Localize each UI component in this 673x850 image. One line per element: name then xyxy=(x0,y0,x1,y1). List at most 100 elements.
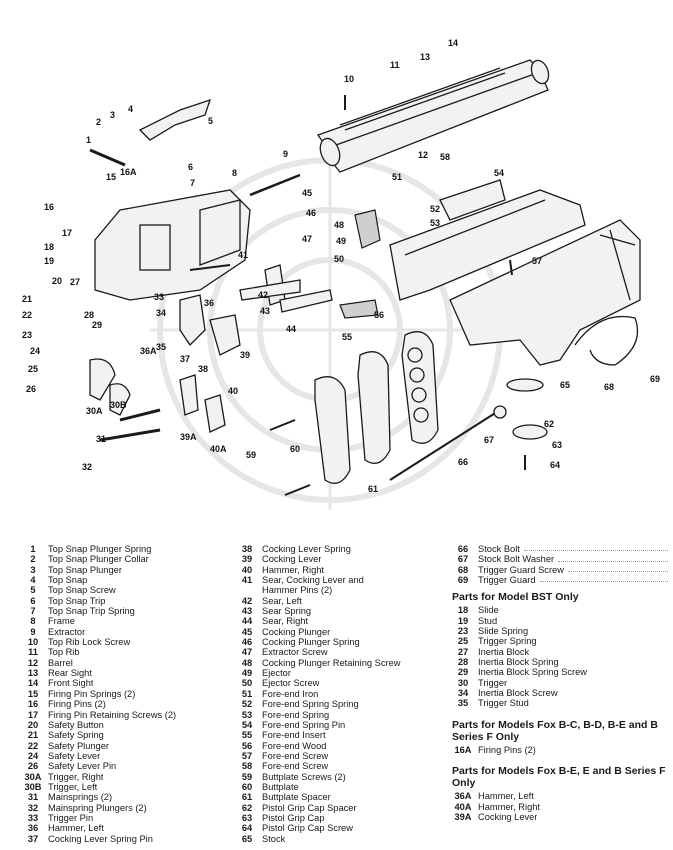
part-number: 2 xyxy=(30,554,36,565)
part-number: 39 xyxy=(241,554,253,565)
callout-number: 2 xyxy=(96,117,101,127)
part-name: Cocking Lever xyxy=(478,811,538,822)
part-number: 9 xyxy=(30,626,36,637)
callout-number: 50 xyxy=(334,254,344,264)
part-name: Firing Pins (2) xyxy=(478,744,536,755)
callout-number: 49 xyxy=(336,236,346,246)
part-name: Sear, Right xyxy=(262,616,308,627)
part-name: Top Snap xyxy=(48,575,88,586)
part-name: Rear Sight xyxy=(48,668,92,679)
part-number: 40A xyxy=(454,801,472,812)
callout-number: 33 xyxy=(154,292,164,302)
part-name: Hammer Pins (2) xyxy=(262,585,333,596)
part-name: Safety Button xyxy=(48,719,104,730)
part-number: 7 xyxy=(30,606,36,617)
part-name: Stud xyxy=(478,615,498,626)
part-number: 50 xyxy=(241,678,253,689)
part-number: 24 xyxy=(27,750,39,761)
callout-number: 36 xyxy=(204,298,214,308)
part-row: 9 Extractor xyxy=(18,627,233,637)
callout-number: 18 xyxy=(44,242,54,252)
part-name: Extractor xyxy=(48,626,86,637)
callout-number: 61 xyxy=(368,484,378,494)
part-name: Trigger Spring xyxy=(478,636,537,647)
part-number: 16 xyxy=(27,699,39,710)
callout-number: 29 xyxy=(92,320,102,330)
part-number: 47 xyxy=(241,647,253,658)
diagram-svg: 1234567891011121314151616A17181920212223… xyxy=(22,38,660,510)
callout-number: 11 xyxy=(390,60,400,70)
callout-number: 7 xyxy=(190,178,195,188)
part-number: 36A xyxy=(454,791,472,802)
callout-number: 54 xyxy=(494,168,504,178)
part-name: Firing Pins (2) xyxy=(48,699,106,710)
part-name: Trigger Guard xyxy=(478,575,536,586)
part-number: 13 xyxy=(27,668,39,679)
top-snap xyxy=(89,98,212,167)
part-name: Trigger Stud xyxy=(478,698,529,709)
callout-number: 68 xyxy=(604,382,614,392)
part-number: 61 xyxy=(241,792,253,803)
part-number: 48 xyxy=(241,657,253,668)
callout-number: 56 xyxy=(374,310,384,320)
part-name: Safety Lever xyxy=(48,750,101,761)
leader-dots xyxy=(523,544,668,552)
part-number: 43 xyxy=(241,606,253,617)
part-name: Trigger Pin xyxy=(48,812,94,823)
callout-number: 64 xyxy=(550,460,560,470)
part-number: 26 xyxy=(27,761,39,772)
part-name: Fore-end Screw xyxy=(262,750,329,761)
part-name: Pistol Grip Cap Spacer xyxy=(262,802,357,813)
part-number: 16A xyxy=(454,744,472,755)
part-name: Pistol Grip Cap Screw xyxy=(262,823,353,834)
part-name: Barrel xyxy=(48,657,73,668)
callout-number: 67 xyxy=(484,435,494,445)
part-number: 30B xyxy=(24,781,42,792)
leader-dots xyxy=(567,565,668,573)
part-number: 56 xyxy=(241,740,253,751)
callout-number: 46 xyxy=(306,208,316,218)
part-number: 42 xyxy=(241,595,253,606)
part-name: Hammer, Right xyxy=(262,564,324,575)
part-number: 34 xyxy=(457,688,469,699)
callout-number: 42 xyxy=(258,290,268,300)
part-name: Sear, Cocking Lever and xyxy=(262,575,364,586)
part-name: Mainsprings (2) xyxy=(48,792,113,803)
callout-number: 45 xyxy=(302,188,312,198)
part-number: 69 xyxy=(457,575,469,586)
part-number: 66 xyxy=(457,544,469,554)
part-name: Hammer, Left xyxy=(48,823,104,834)
callout-number: 37 xyxy=(180,354,190,364)
callout-number: 9 xyxy=(283,149,288,159)
part-name: Top Snap Trip Spring xyxy=(48,606,135,617)
part-name: Fore-end Screw xyxy=(262,761,329,772)
